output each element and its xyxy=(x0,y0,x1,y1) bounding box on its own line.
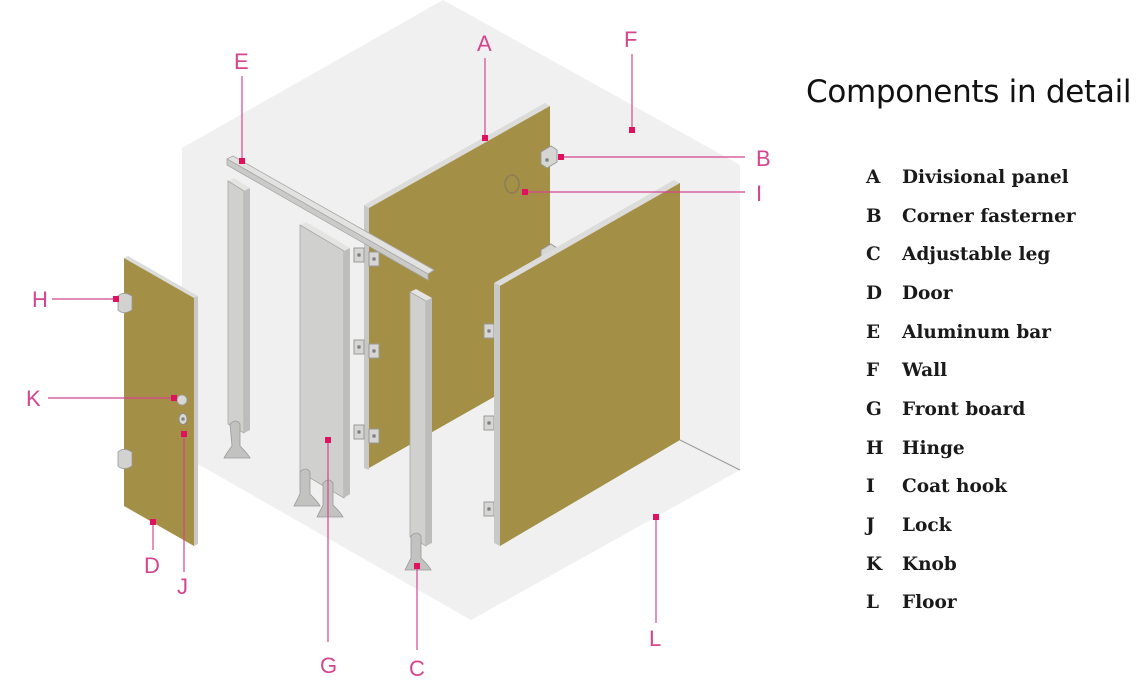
legend-key: B xyxy=(866,205,882,227)
legend-label: Corner fasterner xyxy=(902,205,1076,227)
legend-label: Aluminum bar xyxy=(902,321,1052,343)
legend-key: D xyxy=(866,282,883,304)
legend-key: C xyxy=(866,244,881,266)
legend-label: Hinge xyxy=(902,437,965,459)
left-pilaster xyxy=(223,178,251,459)
legend-item: F Wall xyxy=(866,351,1076,390)
legend-item: H Hinge xyxy=(866,429,1076,468)
legend-key: J xyxy=(866,515,875,537)
callout-h: H xyxy=(32,287,48,312)
legend-label: Coat hook xyxy=(902,476,1007,498)
coat-hook xyxy=(504,174,520,194)
callout-c: C xyxy=(409,656,425,681)
aluminum-bar xyxy=(226,155,435,281)
front-divisional-panel xyxy=(494,180,680,546)
legend-item: G Front board xyxy=(866,390,1076,429)
knob xyxy=(176,394,188,406)
legend-key: I xyxy=(866,476,875,498)
callout-f: F xyxy=(624,27,637,52)
legend-label: Wall xyxy=(902,360,948,382)
door xyxy=(117,256,198,546)
legend-item: D Door xyxy=(866,274,1076,313)
callout-g: G xyxy=(320,653,337,678)
right-pilaster xyxy=(404,289,432,571)
legend-key: A xyxy=(866,166,881,188)
toilet-partition-exploded-diagram: A B C D E F G H I J K L xyxy=(26,0,771,681)
legend-item: L Floor xyxy=(866,584,1076,623)
legend-item: K Knob xyxy=(866,545,1076,584)
legend-key: E xyxy=(866,321,881,343)
legend-key: F xyxy=(866,360,880,382)
adjustable-leg-c xyxy=(404,532,432,571)
callout-l: L xyxy=(649,626,661,651)
adjustable-leg xyxy=(223,420,251,459)
callout-i: I xyxy=(756,181,762,206)
callout-a: A xyxy=(477,31,492,56)
callout-j: J xyxy=(177,574,188,599)
hinge xyxy=(117,292,133,314)
floor-corner-edge xyxy=(679,439,741,471)
legend-item: E Aluminum bar xyxy=(866,313,1076,352)
legend-label: Front board xyxy=(902,398,1026,420)
legend-key: K xyxy=(866,553,883,575)
front-board xyxy=(293,222,350,518)
legend-key: L xyxy=(866,592,880,614)
corner-fasteners xyxy=(353,145,558,517)
legend-item: C Adjustable leg xyxy=(866,235,1076,274)
legend-label: Knob xyxy=(902,553,957,575)
hinge-lower xyxy=(117,448,133,470)
legend-item: A Divisional panel xyxy=(866,158,1076,197)
legend-label: Divisional panel xyxy=(902,166,1069,188)
legend-item: B Corner fasterner xyxy=(866,197,1076,236)
legend-label: Floor xyxy=(902,592,957,614)
callout-d: D xyxy=(144,553,160,578)
callout-k: K xyxy=(26,386,41,411)
callouts xyxy=(48,54,745,650)
legend-item: J Lock xyxy=(866,506,1076,545)
legend-item: I Coat hook xyxy=(866,468,1076,507)
legend-title: Components in detail xyxy=(806,74,1132,110)
callout-e: E xyxy=(234,49,249,74)
legend-label: Adjustable leg xyxy=(902,244,1051,266)
legend-key: G xyxy=(866,398,882,420)
components-legend: A Divisional panel B Corner fasterner C Adj… xyxy=(866,158,1076,622)
legend-key: H xyxy=(866,437,884,459)
callout-dots xyxy=(113,127,659,569)
legend-label: Door xyxy=(902,282,953,304)
callout-b: B xyxy=(756,146,771,171)
legend-label: Lock xyxy=(902,515,952,537)
